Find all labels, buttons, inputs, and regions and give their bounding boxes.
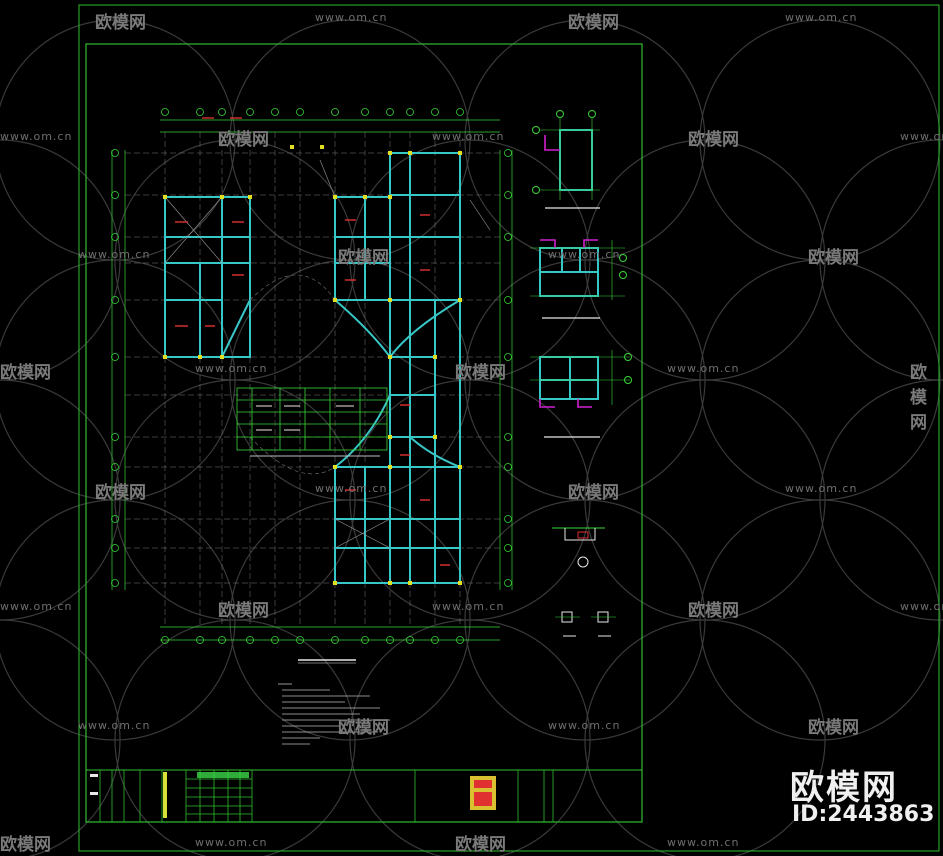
watermark-brand-large: 欧模网 <box>790 768 898 808</box>
section-detail <box>552 527 605 568</box>
watermark-brand: 欧模网 <box>0 363 51 383</box>
title-block-fills <box>90 772 496 818</box>
watermark-brand: 欧模网 <box>688 601 739 621</box>
watermark-brand: 欧模网 <box>568 483 619 503</box>
watermark-brand: 欧模网 <box>218 601 269 621</box>
axis-bubbles <box>111 108 512 644</box>
watermark-url: www.om.cn <box>432 130 505 143</box>
main-plan-gridlines <box>125 132 500 627</box>
detail-plan-2 <box>530 239 627 319</box>
watermark-brand: 欧模网 <box>338 248 389 268</box>
watermark-brand: 欧模网 <box>568 13 619 33</box>
watermark-brand: 欧模网 <box>338 718 389 738</box>
watermark-id: ID:2443863 <box>792 802 935 827</box>
watermark-url: www.om.cn <box>0 600 73 613</box>
detail-plan-1 <box>532 110 600 209</box>
small-details <box>555 611 616 637</box>
main-plan-title <box>298 659 356 664</box>
watermark-brand: 欧模网 <box>455 363 506 383</box>
watermark-circles <box>0 19 943 856</box>
watermark-url: www.om.cn <box>0 130 73 143</box>
general-notes <box>278 683 390 745</box>
title-block <box>99 770 554 822</box>
watermark-brand: 欧模网 <box>808 248 859 268</box>
watermark-url: www.om.cn <box>548 719 621 732</box>
plan-thin-lines <box>164 159 491 549</box>
watermark-url: www.om.cn <box>667 836 740 849</box>
watermark-url: www.om.cn <box>667 362 740 375</box>
watermark-url: www.om.cn <box>78 719 151 732</box>
watermark-url: www.om.cn <box>432 600 505 613</box>
watermark-url: www.om.cn <box>315 482 388 495</box>
watermark-url: www.om.cn <box>548 248 621 261</box>
watermark-url: www.om.cn <box>315 11 388 24</box>
watermark-url: www.om.cn <box>78 248 151 261</box>
schedule-table-marks <box>250 405 380 457</box>
watermark-url: www.om.cn <box>900 600 943 613</box>
column-nodes <box>163 145 462 585</box>
watermark-url: www.om.cn <box>785 11 858 24</box>
red-annotations <box>175 117 450 566</box>
watermark-brand: 欧模网 <box>95 13 146 33</box>
watermark-brand: 欧模网 <box>910 363 927 433</box>
detail-plan-3 <box>530 350 632 438</box>
watermark-url: www.om.cn <box>195 362 268 375</box>
watermark-brand: 欧模网 <box>95 483 146 503</box>
watermark-url: www.om.cn <box>195 836 268 849</box>
sheet-frame <box>78 4 940 852</box>
watermark-url: www.om.cn <box>785 482 858 495</box>
watermark-brand: 欧模网 <box>688 130 739 150</box>
watermark-brand: 欧模网 <box>218 130 269 150</box>
watermark-brand: 欧模网 <box>0 835 51 855</box>
watermark-brand: 欧模网 <box>455 835 506 855</box>
structural-beams <box>164 152 461 584</box>
watermark-url: www.om.cn <box>900 130 943 143</box>
watermark-brand: 欧模网 <box>808 718 859 738</box>
schedule-table <box>236 387 388 451</box>
